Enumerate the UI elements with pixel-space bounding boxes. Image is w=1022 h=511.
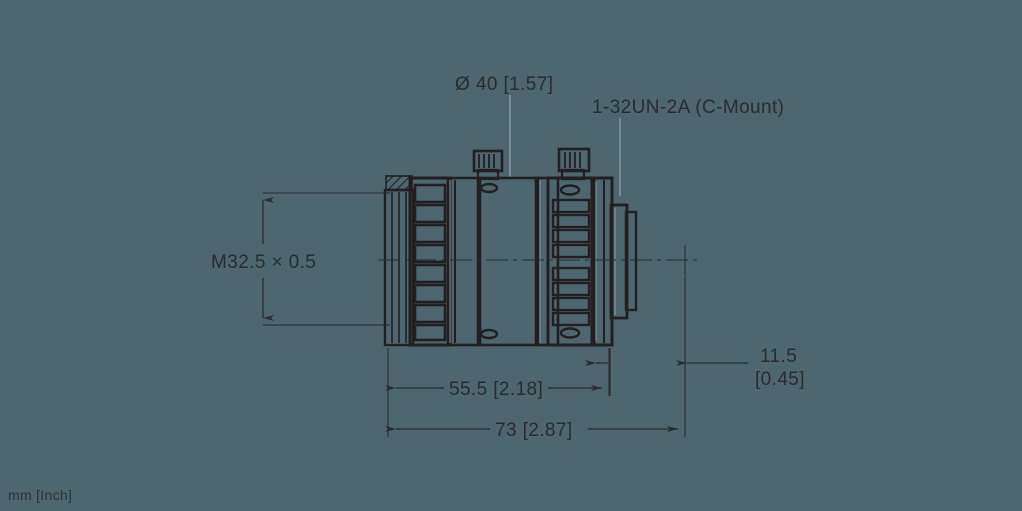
iris-rib xyxy=(551,243,591,259)
focus-rib xyxy=(413,223,447,244)
iris-rib xyxy=(551,228,591,244)
index-mark-bottom-1 xyxy=(479,328,499,340)
iris-rib xyxy=(551,296,591,312)
focus-rib xyxy=(413,203,447,224)
focus-rib xyxy=(413,243,447,264)
label-flange-distance-value: 11.5 xyxy=(760,346,797,367)
c-mount-step-2-outline xyxy=(624,210,638,312)
barrel-2-outline xyxy=(476,176,540,347)
dimension-filter-thread: M32.5 × 0.5 xyxy=(211,192,390,326)
front-filter-ring xyxy=(383,175,415,347)
label-units-note: mm [Inch] xyxy=(8,487,72,503)
index-mark-top-1 xyxy=(479,182,499,194)
iris-rib xyxy=(551,311,591,327)
iris-ring xyxy=(546,176,596,347)
thread-hatch-top xyxy=(385,175,413,191)
lens-body-graphic xyxy=(383,147,638,347)
label-mount-thread: 1-32UN-2A (C-Mount) xyxy=(592,97,784,118)
index-mark-bottom-2 xyxy=(559,327,581,339)
focus-rib xyxy=(413,283,447,304)
label-flange-distance-inch: [0.45] xyxy=(755,369,805,390)
dimension-flange-distance: 11.5 [0.45] xyxy=(585,346,805,396)
label-total-length: 73 [2.87] xyxy=(495,420,573,441)
lock-screw-2 xyxy=(557,147,591,181)
focus-rib xyxy=(413,303,447,324)
iris-rib xyxy=(551,213,591,229)
lock-screw-1 xyxy=(472,149,504,181)
index-mark-top-2 xyxy=(559,184,581,196)
barrel-section-2 xyxy=(476,176,540,347)
barrel-1-outline xyxy=(446,176,482,347)
label-diameter: Ø 40 [1.57] xyxy=(455,74,553,95)
label-filter-thread: M32.5 × 0.5 xyxy=(211,252,316,273)
c-mount-step-2 xyxy=(624,210,638,312)
iris-rib xyxy=(551,266,591,282)
iris-ring-outline xyxy=(546,176,596,347)
focus-rib xyxy=(413,183,447,204)
highlight-accents xyxy=(449,180,616,343)
focus-rib xyxy=(413,263,447,284)
iris-rib xyxy=(551,198,591,214)
iris-rib xyxy=(551,281,591,297)
leader-lines xyxy=(509,95,621,196)
dimension-body-length: 55.5 [2.18] xyxy=(385,348,610,400)
dimension-total-length: 73 [2.87] xyxy=(385,276,686,441)
label-body-length: 55.5 [2.18] xyxy=(449,379,543,400)
focus-rib xyxy=(413,323,447,342)
barrel-section-1 xyxy=(446,176,482,347)
